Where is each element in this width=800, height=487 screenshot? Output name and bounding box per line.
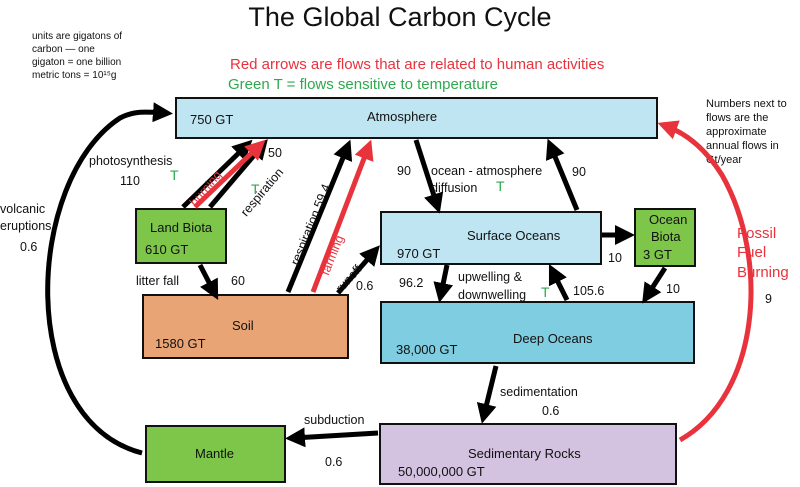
sedimentation-arrow (476, 365, 499, 424)
upwelling-temperature-t: T (541, 284, 550, 300)
fossil-value: 9 (765, 292, 772, 306)
ocean-biota-title-1: Ocean (649, 212, 688, 227)
ocean-biota-to-deep-value: 10 (666, 282, 680, 296)
volcanic-label-2: eruptions (0, 219, 52, 233)
sedimentary-rocks-box (379, 423, 677, 485)
deep-oceans-box (380, 301, 695, 364)
respiration-land-value: 50 (268, 146, 282, 160)
ocean-atm-down-value: 90 (397, 164, 411, 178)
atmosphere-title: Atmosphere (367, 109, 438, 124)
surface-oceans-box (380, 211, 602, 265)
atmosphere-box (175, 97, 658, 139)
legend-red-arrows: Red arrows are flows that are related to… (230, 56, 605, 73)
land-biota-box (135, 208, 227, 264)
surface-oceans-title: Surface Oceans (467, 228, 561, 243)
soil-value: 1580 GT (155, 336, 206, 351)
upwelling-arrow (548, 263, 570, 302)
units-note-line: metric tons = 10¹⁵g (32, 70, 117, 81)
photosynthesis-temperature-t: T (170, 167, 179, 183)
to-ocean-biota-value: 10 (608, 251, 622, 265)
respiration-soil-arrow (285, 139, 353, 293)
ocean-biota-value: 3 GT (643, 247, 672, 262)
photosynthesis-label: photosynthesis (89, 154, 173, 168)
deep-oceans-title: Deep Oceans (513, 331, 593, 346)
ocean-atm-up-arrow (545, 138, 580, 211)
land-biota-value: 610 GT (145, 242, 189, 257)
numbers-note-line: approximate (706, 126, 767, 138)
litter-fall-arrow (197, 263, 219, 300)
ocean-atm-label-2: diffusion (431, 181, 478, 195)
ocean-atm-temperature-t: T (496, 178, 505, 194)
runoff-arrow (336, 245, 380, 295)
surface-oceans-value: 970 GT (397, 246, 441, 261)
numbers-note-line: annual flows in (706, 140, 779, 152)
upwelling-label-2: downwelling (458, 288, 527, 302)
fossil-label-1: Fossil (737, 225, 777, 242)
mantle-box (145, 425, 286, 483)
volcanic-arrow (45, 102, 173, 456)
farming-arrow (310, 139, 374, 293)
subduction-arrow (285, 427, 379, 448)
fossil-label-3: Burning (737, 264, 789, 281)
units-note-line: gigaton = one billion (32, 57, 122, 68)
sedimentary-rocks-value: 50,000,000 GT (398, 464, 485, 479)
legend-green-t: Green T = flows sensitive to temperature (228, 76, 498, 93)
atmosphere-value: 750 GT (190, 112, 234, 127)
sedimentation-label: sedimentation (500, 385, 578, 399)
numbers-note: Numbers next to flows are the approximat… (706, 97, 787, 167)
numbers-note-line: flows are the (706, 112, 769, 124)
downwelling-arrow (433, 264, 454, 303)
fossil-fuel-arrow (657, 120, 754, 443)
ocean-atm-label-1: ocean - atmosphere (431, 164, 543, 178)
soil-title: Soil (232, 318, 254, 333)
soil-box (142, 294, 349, 359)
photosynthesis-value: 110 (120, 174, 140, 188)
ocean-biota-box (634, 208, 696, 267)
ocean-biota-to-deep-arrow (642, 266, 668, 304)
sedimentary-rocks-title: Sedimentary Rocks (468, 446, 581, 461)
sedimentation-value: 0.6 (542, 404, 560, 418)
numbers-note-line: Numbers next to (706, 98, 787, 110)
fossil-label-2: Fuel (737, 244, 767, 261)
subduction-value: 0.6 (325, 455, 343, 469)
burning-arrow (193, 139, 266, 209)
units-note-line: carbon — one (32, 44, 95, 55)
upwelling-value: 105.6 (573, 284, 605, 298)
litter-fall-value: 60 (231, 274, 245, 288)
runoff-value: 0.6 (356, 279, 374, 293)
diagram-title: The Global Carbon Cycle (248, 2, 552, 32)
volcanic-value: 0.6 (20, 240, 38, 254)
litter-fall-label: litter fall (136, 274, 180, 288)
downwelling-value: 96.2 (399, 276, 424, 290)
upwelling-label-1: upwelling & (458, 270, 522, 284)
volcanic-label-1: volcanic (0, 202, 46, 216)
units-note-line: units are gigatons of (32, 31, 123, 42)
deep-oceans-value: 38,000 GT (396, 342, 458, 357)
ocean-atm-up-value: 90 (572, 165, 586, 179)
units-note: units are gigatons of carbon — one gigat… (32, 30, 122, 82)
land-biota-title: Land Biota (150, 220, 213, 235)
ocean-biota-title-2: Biota (651, 229, 681, 244)
subduction-label: subduction (304, 413, 365, 427)
mantle-title: Mantle (195, 446, 235, 461)
photosynthesis-arrow (181, 139, 253, 209)
ocean-atm-down-arrow (413, 139, 444, 214)
respiration-land-temperature-t: T (251, 181, 260, 197)
